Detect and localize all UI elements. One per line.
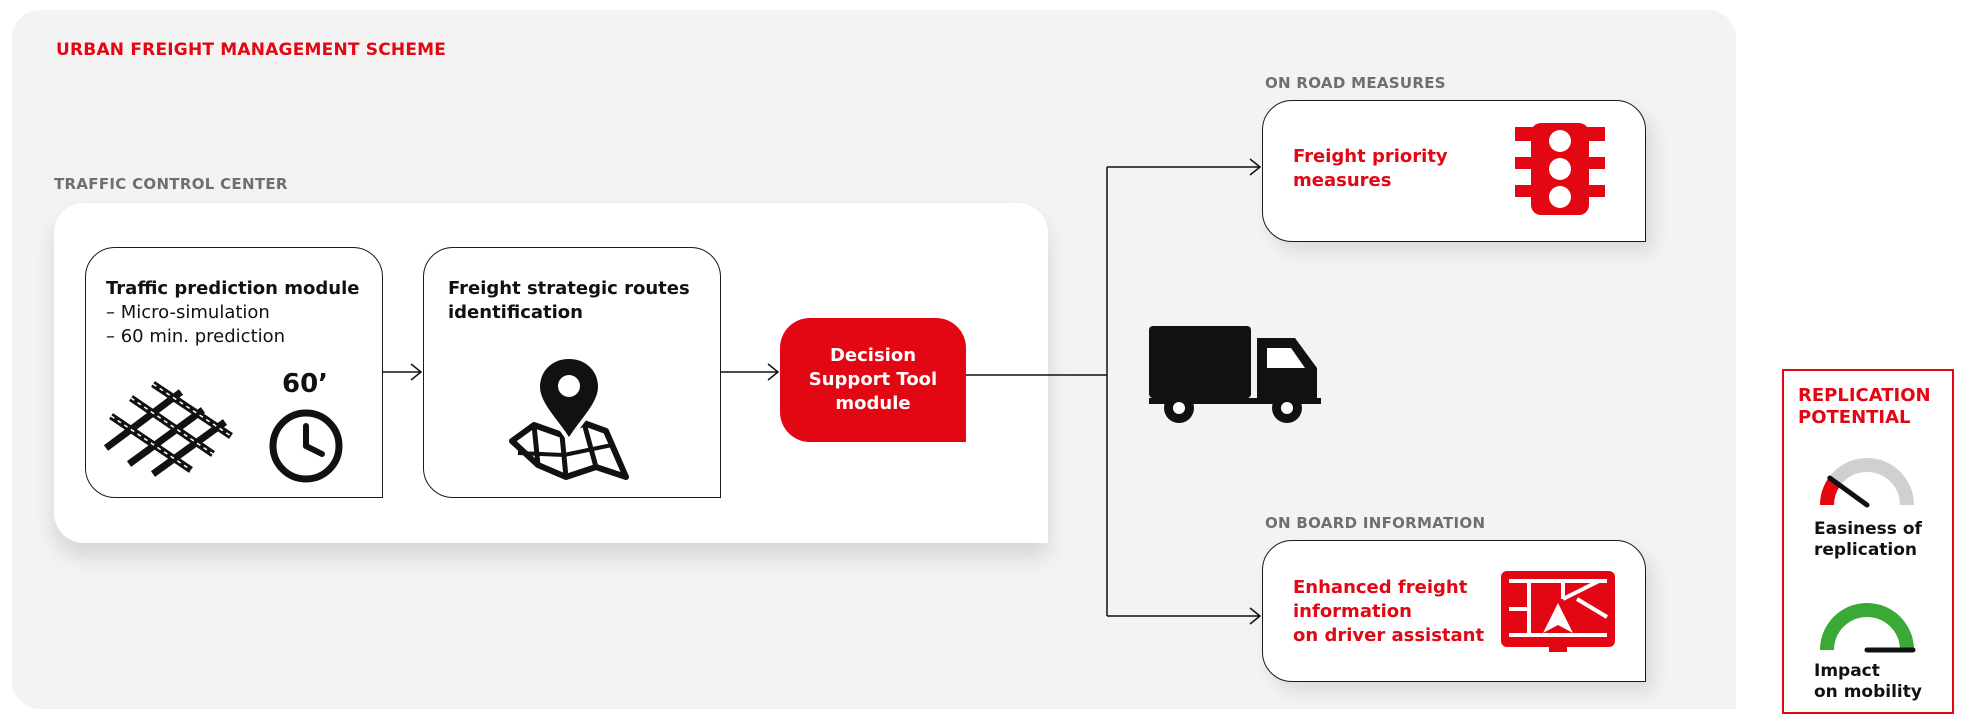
freight-priority-line: Freight priority xyxy=(1293,146,1448,167)
traffic-prediction-title: Traffic prediction module xyxy=(106,278,360,299)
freight-routes-title: Freight strategic routes xyxy=(448,278,690,299)
road-grid-icon xyxy=(103,381,233,477)
traffic-light-icon xyxy=(1515,123,1605,215)
section-label-on-road-measures: ON ROAD MEASURES xyxy=(1265,74,1446,92)
replication-title-line: POTENTIAL xyxy=(1798,407,1911,428)
time-badge: 60’ xyxy=(282,369,329,399)
enhanced-info-line: Enhanced freight xyxy=(1293,577,1468,598)
clock-icon xyxy=(269,409,343,483)
decision-support-line: Decision xyxy=(829,345,917,366)
decision-support-line: Support Tool xyxy=(808,369,938,390)
gauge-needle xyxy=(1827,475,1870,508)
replication-potential-box: REPLICATION POTENTIAL Easiness of replic… xyxy=(1782,369,1954,714)
impact-gauge xyxy=(1820,603,1916,653)
replication-title-line: REPLICATION xyxy=(1798,385,1931,406)
traffic-prediction-line: – 60 min. prediction xyxy=(106,326,286,347)
easiness-label-line: Easiness of xyxy=(1814,519,1922,539)
section-label-on-board-information: ON BOARD INFORMATION xyxy=(1265,514,1486,532)
impact-label-line: on mobility xyxy=(1814,682,1922,702)
freight-routes-title: identification xyxy=(448,302,583,323)
freight-priority-card: Freight priority measures xyxy=(1262,100,1646,242)
enhanced-info-line: on driver assistant xyxy=(1293,625,1485,646)
easiness-label-line: replication xyxy=(1814,540,1918,560)
gauge-fill xyxy=(1820,603,1914,651)
freight-priority-line: measures xyxy=(1293,170,1392,191)
navigation-screen-icon xyxy=(1501,571,1615,652)
freight-routes-card: Freight strategic routes identification xyxy=(423,247,721,498)
map-pin-icon xyxy=(509,354,629,480)
truck-icon xyxy=(1149,326,1321,423)
easiness-gauge xyxy=(1820,458,1914,508)
enhanced-info-line: information xyxy=(1293,601,1412,622)
impact-label-line: Impact xyxy=(1814,661,1880,681)
enhanced-info-card: Enhanced freight information on driver a… xyxy=(1262,540,1646,682)
decision-support-tool-box: Decision Support Tool module xyxy=(780,318,966,442)
scheme-title: URBAN FREIGHT MANAGEMENT SCHEME xyxy=(56,40,447,60)
traffic-prediction-line: – Micro-simulation xyxy=(106,302,270,323)
decision-support-line: module xyxy=(835,393,911,414)
section-label-traffic-control-center: TRAFFIC CONTROL CENTER xyxy=(54,175,288,193)
gauge-fill xyxy=(1820,477,1841,506)
traffic-prediction-card: Traffic prediction module – Micro-simula… xyxy=(85,247,383,498)
